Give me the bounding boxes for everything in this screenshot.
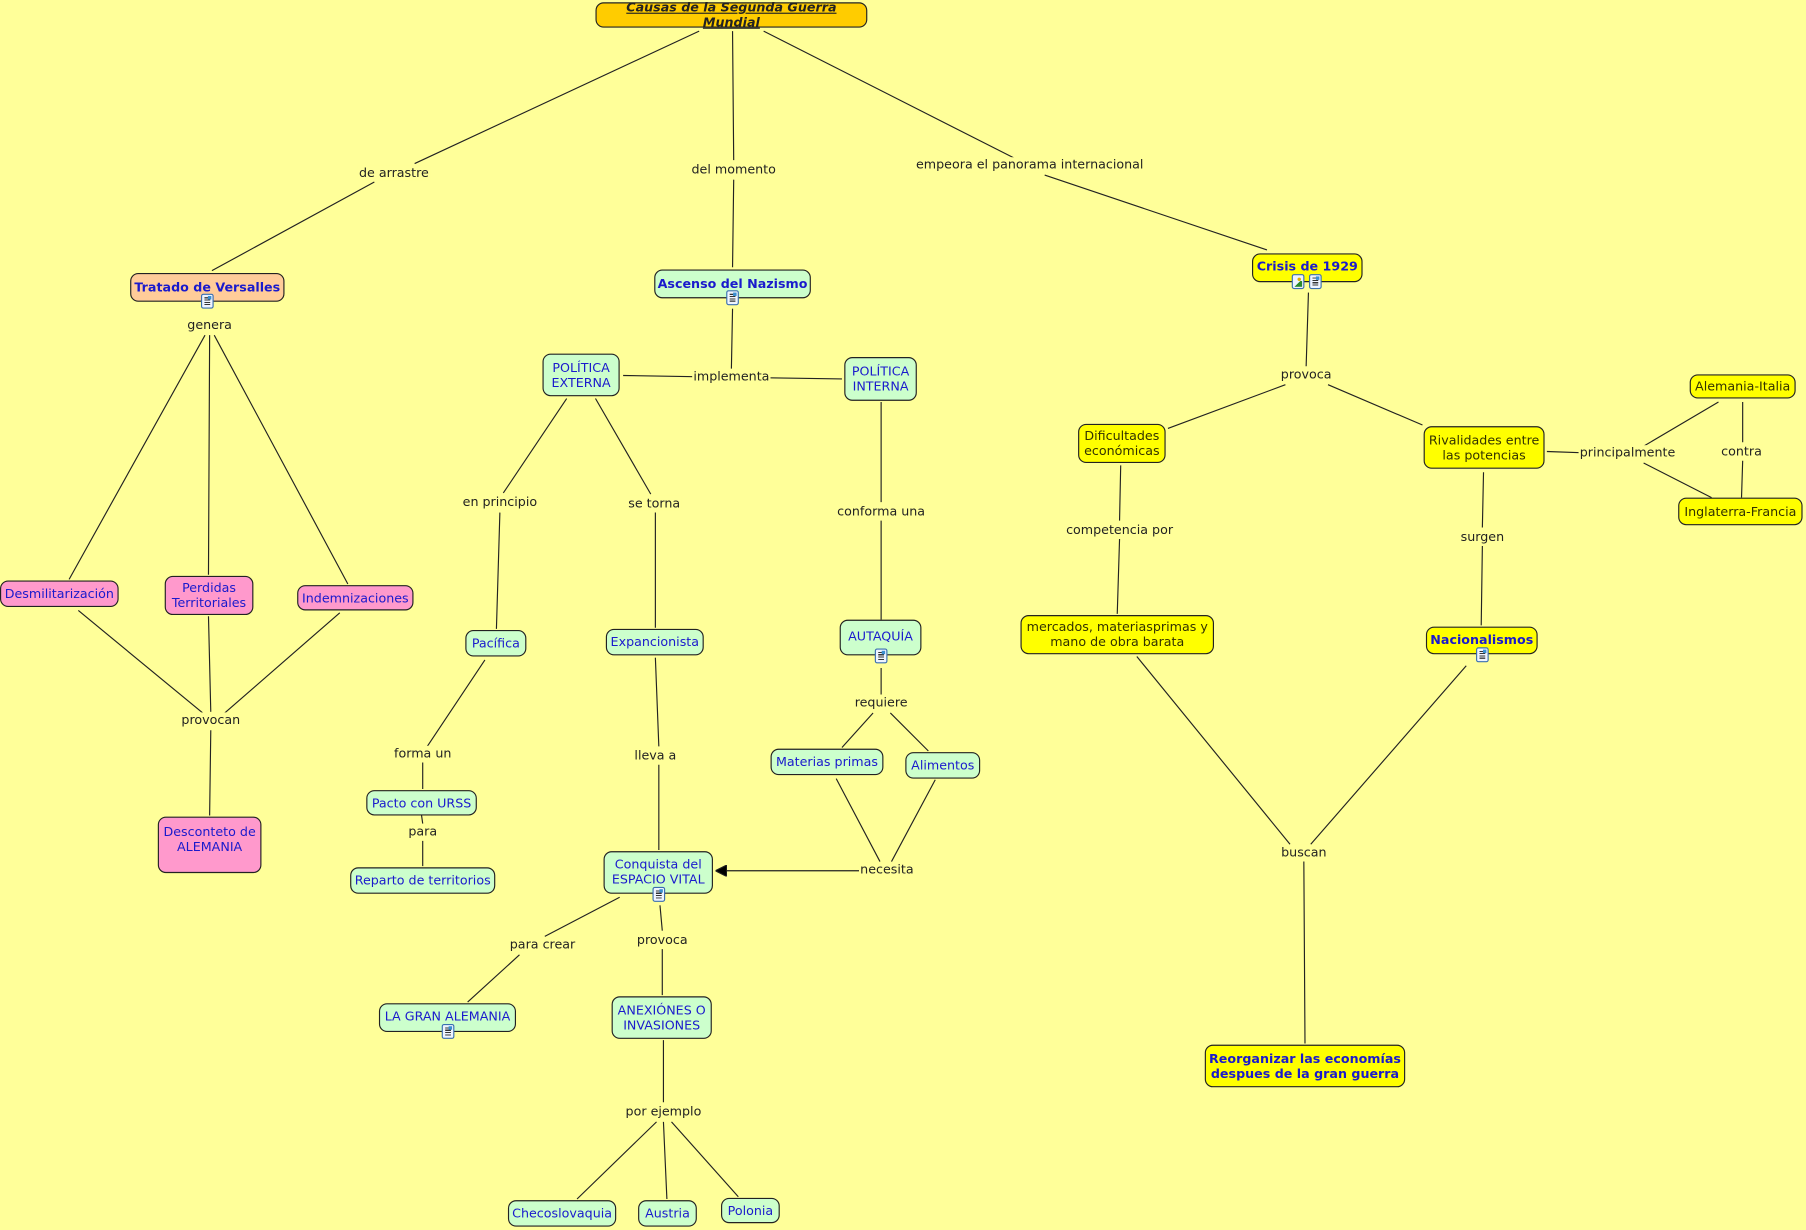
node-politica-interna[interactable]: POLÍTICA INTERNA (844, 357, 917, 401)
link-label: empeora el panorama internacional (914, 157, 1145, 173)
node-text: Indemnizaciones (302, 590, 409, 606)
node-text: LA GRAN ALEMANIA (384, 1008, 511, 1024)
node-text: Conquista del ESPACIO VITAL (611, 856, 705, 887)
link-label: buscan (1279, 844, 1328, 860)
document-icon[interactable] (200, 293, 214, 309)
node-pacto-urss[interactable]: Pacto con URSS (366, 790, 477, 816)
link-label: provoca (635, 932, 689, 948)
node-text: Pacífica (471, 635, 520, 651)
document-icon[interactable] (726, 290, 739, 306)
link-label: en principio (461, 494, 539, 510)
node-dificultades-economicas[interactable]: Dificultades económicas (1078, 423, 1166, 464)
node-mercados[interactable]: mercados, materiasprimas y mano de obra … (1020, 615, 1214, 655)
node-text: Tratado de Versalles (134, 279, 281, 295)
node-text: Reorganizar las economías despues de la … (1209, 1051, 1401, 1081)
node-alemania-italia[interactable]: Alemania-Italia (1689, 374, 1796, 399)
node-text: Alemania-Italia (1695, 378, 1791, 394)
link-label: por ejemplo (624, 1104, 703, 1119)
node-text: POLÍTICA EXTERNA (551, 359, 611, 390)
link-label: forma un (392, 745, 453, 761)
link-label: lleva a (633, 748, 678, 764)
document-icon[interactable] (1309, 274, 1322, 290)
node-text: Ascenso del Nazismo (657, 276, 808, 292)
node-text: Nacionalismos (1430, 632, 1534, 648)
document-icon[interactable] (1476, 647, 1489, 663)
node-polonia[interactable]: Polonia (721, 1197, 780, 1224)
link-label: del momento (690, 161, 778, 177)
node-text: Expancionista (610, 634, 700, 650)
link-label: implementa (692, 369, 771, 385)
node-text: POLÍTICA INTERNA (851, 363, 910, 394)
node-text: Austria (645, 1205, 690, 1221)
node-text: Materias primas (775, 754, 879, 770)
link-label: se torna (627, 495, 682, 511)
link-label: conforma una (836, 503, 927, 519)
link-label: necesita (859, 862, 915, 878)
node-text: Desmilitarización (4, 586, 114, 602)
node-crisis-1929[interactable]: Crisis de 1929 (1252, 253, 1363, 283)
link-label: para crear (508, 936, 577, 952)
image-icon[interactable] (1291, 274, 1305, 290)
node-anexiones-invasiones[interactable]: ANEXIÓNES O INVASIONES (611, 996, 712, 1039)
node-checoslovaquia[interactable]: Checoslovaquia (507, 1200, 617, 1227)
node-reparto-territorios[interactable]: Reparto de territorios (350, 867, 496, 894)
node-text: Perdidas Territoriales (171, 580, 247, 611)
main-topic-node[interactable]: Causas de la Segunda Guerra Mundial (595, 0, 868, 30)
link-label: provoca (1279, 366, 1333, 382)
node-rivalidades-potencias[interactable]: Rivalidades entre las potencias (1423, 426, 1545, 469)
document-icon[interactable] (652, 886, 666, 902)
link-label: genera (186, 317, 234, 333)
document-icon[interactable] (441, 1023, 455, 1039)
link-label: principalmente (1578, 445, 1677, 461)
node-descontento-alemania[interactable]: Desconteto de ALEMANIA (157, 816, 262, 874)
link-label: de arrastre (357, 165, 431, 181)
node-text: Alimentos (911, 757, 975, 773)
node-text: ANEXIÓNES O INVASIONES (617, 1002, 706, 1033)
node-politica-externa[interactable]: POLÍTICA EXTERNA (542, 353, 620, 397)
node-text: Inglaterra-Francia (1684, 503, 1797, 519)
node-text: Desconteto de ALEMANIA (163, 824, 256, 855)
node-desmilitarizacion[interactable]: Desmilitarización (0, 580, 119, 607)
node-indemnizaciones[interactable]: Indemnizaciones (297, 585, 414, 611)
node-inglaterra-francia[interactable]: Inglaterra-Francia (1678, 497, 1803, 526)
node-perdidas-territoriales[interactable]: Perdidas Territoriales (164, 575, 254, 616)
node-text: AUTAQUÍA (848, 628, 913, 644)
node-reorganizar-economias[interactable]: Reorganizar las economías despues de la … (1204, 1044, 1406, 1088)
node-austria[interactable]: Austria (638, 1200, 697, 1227)
link-label: para (407, 824, 439, 840)
node-expancionista[interactable]: Expancionista (605, 628, 704, 656)
link-label: surgen (1459, 529, 1506, 545)
node-pacifica[interactable]: Pacífica (465, 630, 527, 657)
document-icon[interactable] (874, 648, 888, 664)
node-text: mercados, materiasprimas y mano de obra … (1026, 619, 1208, 650)
main-topic-text: Causas de la Segunda Guerra Mundial (626, 0, 837, 30)
node-text: Rivalidades entre las potencias (1428, 432, 1540, 463)
link-label: competencia por (1064, 522, 1175, 538)
node-text: Crisis de 1929 (1256, 259, 1358, 275)
link-label: contra (1720, 444, 1764, 459)
node-alimentos[interactable]: Alimentos (905, 752, 981, 779)
node-text: Polonia (727, 1203, 774, 1219)
node-text: Dificultades económicas (1084, 428, 1160, 459)
node-text: Pacto con URSS (371, 795, 472, 811)
node-materias-primas[interactable]: Materias primas (770, 748, 884, 776)
node-text: Reparto de territorios (354, 873, 491, 889)
link-label: provocan (180, 712, 242, 728)
link-label: requiere (853, 695, 909, 711)
node-text: Checoslovaquia (512, 1205, 613, 1221)
